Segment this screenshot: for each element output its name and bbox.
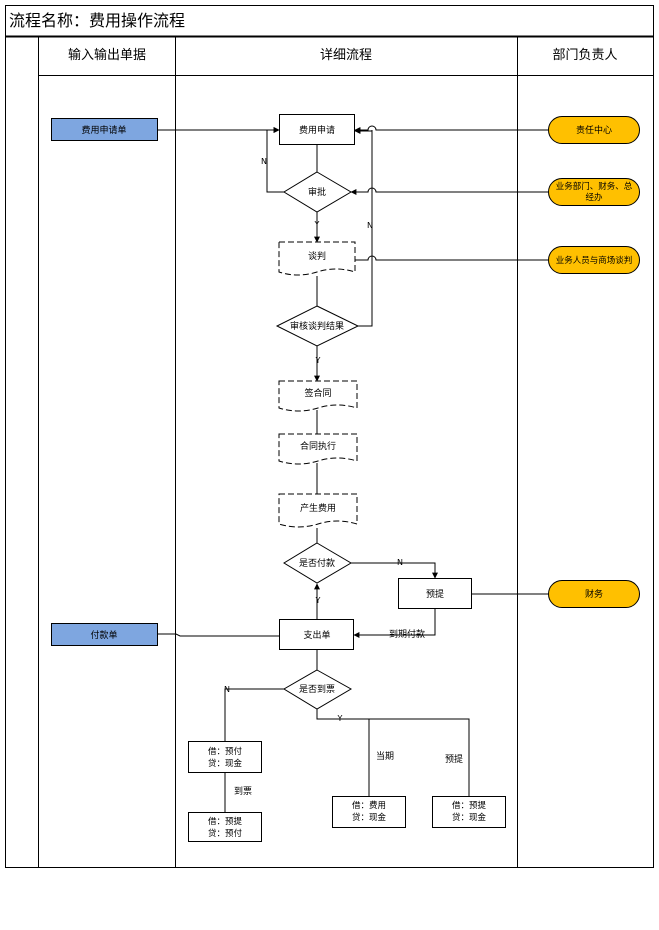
svg-text:审核谈判结果: 审核谈判结果	[290, 320, 344, 332]
svg-text:费用申请单: 费用申请单	[81, 124, 126, 136]
svg-text:业务人员与商场谈判: 业务人员与商场谈判	[556, 255, 633, 266]
svg-text:付款单: 付款单	[90, 629, 117, 641]
svg-text:责任中心: 责任中心	[576, 124, 612, 136]
decision-invoice-arrived: 是否到票	[283, 669, 353, 710]
step-expense-voucher: 支出单	[279, 619, 354, 650]
role-approvers: 业务部门、财务、总 经办	[548, 178, 640, 206]
decision-approve: 审批	[283, 171, 352, 213]
decision-review-result: 审核谈判结果	[275, 305, 360, 347]
column-header-io: 输入输出单据	[68, 47, 146, 63]
label-review-n: N	[367, 221, 373, 230]
svg-text:费用申请: 费用申请	[299, 124, 335, 136]
role-finance: 财务	[548, 580, 640, 608]
column-header-dept: 部门负责人	[552, 48, 617, 63]
doc-payment-form: 付款单	[51, 623, 158, 646]
step-incur-cost: 产生费用	[278, 493, 358, 528]
svg-text:借：费用: 借：费用	[352, 800, 386, 811]
svg-text:支出单: 支出单	[303, 629, 330, 641]
svg-text:贷：现金: 贷：现金	[352, 812, 387, 823]
entry-invoice-arrival: 借：预提 贷：预付	[188, 812, 262, 842]
svg-text:财务: 财务	[585, 588, 603, 600]
label-review-y: Y	[315, 356, 321, 365]
svg-text:借：预提: 借：预提	[208, 816, 243, 827]
role-negotiators: 业务人员与商场谈判	[548, 246, 640, 274]
connectors	[158, 125, 548, 812]
label-invoice-y: Y	[337, 714, 343, 723]
label-approve-n: N	[261, 157, 267, 166]
label-approve-y: Y	[314, 220, 320, 229]
doc-fee-request-form: 费用申请单	[51, 118, 158, 141]
role-approvers-line1: 业务部门、财务、总	[556, 181, 633, 192]
page-title: 流程名称：费用操作流程	[9, 11, 185, 30]
step-execute-contract: 合同执行	[278, 433, 358, 465]
step-fee-request: 费用申请	[279, 114, 355, 145]
svg-text:合同执行: 合同执行	[300, 440, 336, 452]
entry-prepay: 借：预付 贷：现金	[188, 741, 262, 773]
step-negotiate: 谈判	[278, 241, 356, 276]
step-sign-contract: 签合同	[278, 380, 358, 412]
svg-text:贷：预付: 贷：预付	[208, 828, 243, 839]
step-accrue: 预提	[398, 578, 472, 609]
swimlane-frame	[5, 5, 654, 868]
entry-current-period: 借：费用 贷：现金	[332, 796, 406, 828]
role-approvers-line2: 经办	[585, 192, 603, 203]
svg-text:贷：现金: 贷：现金	[452, 812, 487, 823]
svg-text:预提: 预提	[426, 589, 444, 600]
column-header-detail: 详细流程	[320, 48, 372, 63]
svg-text:是否到票: 是否到票	[299, 683, 335, 695]
label-accrued: 预提	[445, 754, 463, 765]
svg-text:贷：现金: 贷：现金	[208, 758, 243, 769]
label-due-payment: 到期付款	[389, 628, 425, 640]
entry-accrued: 借：预提 贷：现金	[432, 796, 506, 828]
label-current-period: 当期	[376, 750, 394, 762]
svg-text:谈判: 谈判	[308, 250, 326, 262]
label-invoice-received: 到票	[234, 785, 252, 797]
edge-labels: N Y N Y N Y 到期付款 N Y 到票 当期 预提	[224, 157, 463, 797]
svg-text:审批: 审批	[308, 186, 326, 198]
svg-text:是否付款: 是否付款	[299, 557, 335, 569]
svg-text:借：预付: 借：预付	[208, 746, 243, 757]
label-pay-y: Y	[315, 596, 321, 605]
decision-pay-or-not: 是否付款	[283, 542, 352, 584]
role-cost-center: 责任中心	[548, 116, 640, 144]
svg-text:签合同: 签合同	[304, 387, 331, 399]
svg-text:产生费用: 产生费用	[300, 502, 336, 514]
svg-text:借：预提: 借：预提	[452, 800, 487, 811]
label-invoice-n: N	[224, 685, 230, 694]
label-pay-n: N	[397, 558, 403, 567]
